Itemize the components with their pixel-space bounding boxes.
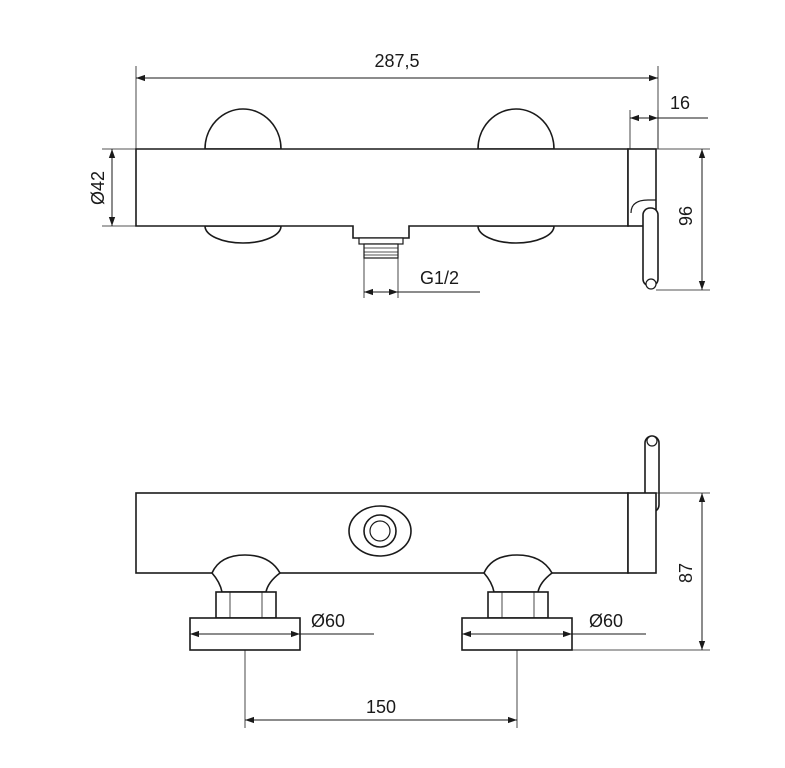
label-overall-length: 287,5 <box>374 51 419 71</box>
outlet-nut <box>358 237 404 245</box>
dim-center-distance: 150 <box>244 650 518 728</box>
dim-wall-depth: 16 <box>629 93 708 149</box>
threaded-outlet <box>358 237 404 259</box>
left-rosette-top-edge <box>204 108 282 150</box>
top-view: 287,5 Ø42 16 96 <box>88 51 710 298</box>
right-rosette-bottom-edge <box>477 225 555 244</box>
front-view: Ø60 Ø60 150 87 <box>135 435 710 728</box>
right-rosette-top-edge <box>477 108 555 150</box>
dim-side-height: 87 <box>572 492 710 651</box>
dim-body-diameter: Ø42 <box>88 148 136 227</box>
label-body-diameter: Ø42 <box>88 171 108 205</box>
outlet-front <box>348 505 412 557</box>
top-rosettes <box>204 108 555 244</box>
label-thread: G1/2 <box>420 268 459 288</box>
dim-rosette-right: Ø60 <box>462 611 646 638</box>
lever-tip-front <box>646 435 658 447</box>
lever-shaft <box>642 207 659 287</box>
label-rosette-left: Ø60 <box>311 611 345 631</box>
outlet-thread <box>363 243 399 259</box>
left-eccentric <box>211 554 282 593</box>
lever-handle-top <box>630 199 659 290</box>
lever-tip <box>645 278 657 290</box>
right-eccentric <box>483 554 554 593</box>
end-cap-front <box>627 492 657 574</box>
label-handle-height: 96 <box>676 206 696 226</box>
left-rosette-bottom-edge <box>204 225 282 244</box>
dim-thread: G1/2 <box>363 258 480 298</box>
left-hex-nut <box>215 591 277 619</box>
outlet-bore <box>369 520 391 542</box>
right-hex-nut <box>487 591 549 619</box>
label-center-distance: 150 <box>366 697 396 717</box>
dim-overall-length: 287,5 <box>135 51 659 149</box>
label-side-height: 87 <box>676 563 696 583</box>
mixer-body-top <box>135 148 629 239</box>
label-rosette-right: Ø60 <box>589 611 623 631</box>
dim-rosette-left: Ø60 <box>190 611 374 638</box>
dim-handle-height: 96 <box>656 148 710 291</box>
label-wall-depth: 16 <box>670 93 690 113</box>
